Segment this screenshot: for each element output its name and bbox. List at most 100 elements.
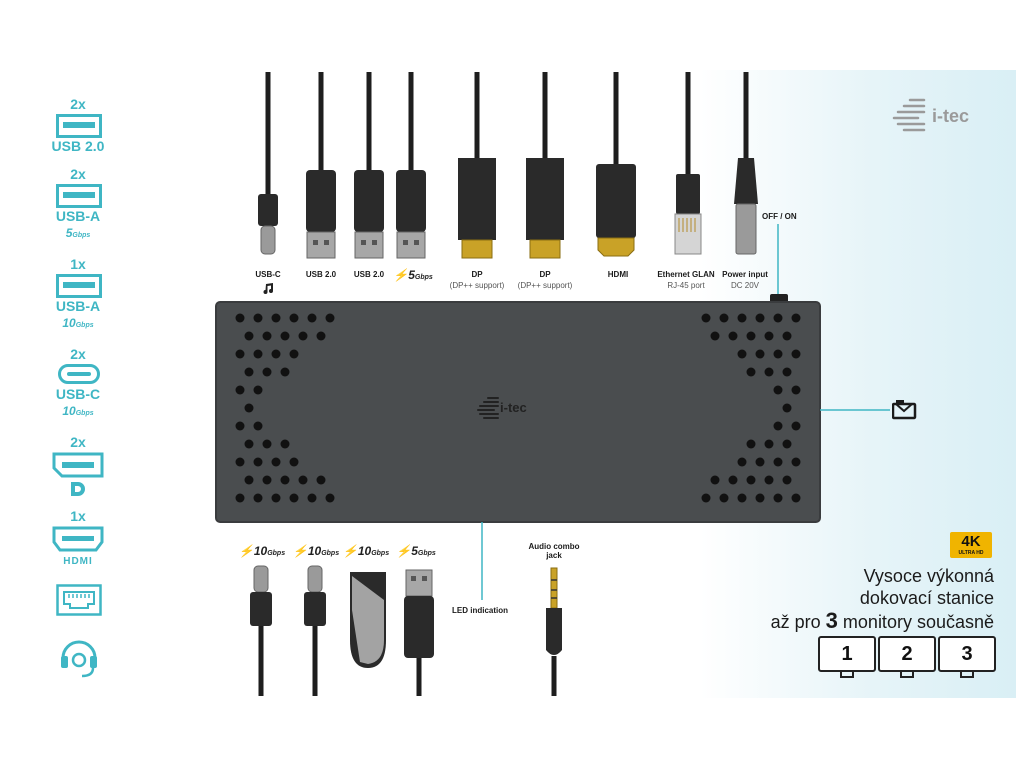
sidebar-count-dp: 2x [70,434,86,450]
vent-hole [773,313,783,323]
port-sub-power: DC 20V [730,281,760,290]
dp-plug-1 [458,158,496,259]
vent-hole [262,331,272,341]
badge-4k: 4K ULTRA HD [950,532,992,558]
vent-hole [782,403,792,413]
sidebar-speed-usbc: 10Gbps [62,404,94,418]
sidebar-count-usba-5: 2x [70,166,86,182]
vent-hole [782,331,792,341]
bottom-speed-usba-5: ⚡5Gbps [396,544,436,558]
tagline-line2: dokovací stanice [859,588,994,608]
port-label-usb20-2: USB 2.0 [353,270,385,279]
dp-plug-2 [526,158,564,259]
vent-hole [271,313,281,323]
monitor-1: 1 [818,636,876,672]
vent-hole [791,313,801,323]
vent-hole [791,457,801,467]
sidebar-label-usb20: USB 2.0 [51,138,105,154]
vent-hole [755,493,765,503]
usb-a-port-icon [56,184,102,208]
vent-hole [746,367,756,377]
vent-hole [746,439,756,449]
vent-hole [325,493,335,503]
vent-hole [235,421,245,431]
sidebar-count-usba-10: 1x [70,256,86,272]
vent-hole [737,313,747,323]
vent-hole [728,475,738,485]
vent-hole [244,331,254,341]
usb-c-plug [258,194,278,255]
brand-logo-icon [892,98,926,132]
vent-hole [719,493,729,503]
monitor-3: 3 [938,636,996,672]
vent-hole [307,493,317,503]
tagline-line3: až pro 3 monitory současně [770,608,994,633]
port-label-power: Power input [722,270,768,279]
vent-hole [253,421,263,431]
vent-hole [737,349,747,359]
monitor-2-stand [900,670,914,678]
vent-hole [289,349,299,359]
port-label-usbc: USB-C [255,270,281,279]
vent-hole [253,457,263,467]
sidebar-label-usbc: USB-C [55,386,101,402]
vent-hole [728,331,738,341]
vent-hole [764,439,774,449]
vent-hole [773,493,783,503]
sidebar-label-usba-5: USB-A [55,208,101,224]
audio-jack [546,567,562,696]
vent-hole [773,349,783,359]
vent-hole [271,493,281,503]
hdmi-plug [596,164,636,257]
vent-hole [280,475,290,485]
displayport-logo-icon [71,482,85,496]
vent-hole [746,475,756,485]
port-label-dp-1: DP [471,270,483,279]
vent-hole [764,475,774,485]
vent-hole [235,313,245,323]
vent-hole [325,313,335,323]
port-label-dp-2: DP [539,270,551,279]
ethernet-port-icon [56,584,102,616]
monitor-2: 2 [878,636,936,672]
displayport-icon [52,452,104,478]
vent-hole [737,457,747,467]
dock-logo-text: i-tec [500,400,527,415]
port-sub-dp-2: (DP++ support) [517,281,573,290]
vent-hole [244,403,254,413]
vent-hole [271,349,281,359]
vent-hole [737,493,747,503]
bottom-speed-usbc-2: ⚡10Gbps [292,544,340,558]
vent-hole [710,475,720,485]
monitor-1-stand [840,670,854,678]
vent-hole [773,421,783,431]
flash-drive [350,572,386,668]
vent-hole [244,475,254,485]
vent-hole [235,493,245,503]
vent-hole [764,331,774,341]
vent-hole [782,439,792,449]
off-on-label: OFF / ON [762,212,797,221]
port-sub-dp-1: (DP++ support) [449,281,505,290]
sidebar-label-usba-10: USB-A [55,298,101,314]
vent-hole [701,313,711,323]
vent-hole [280,331,290,341]
vent-hole [262,367,272,377]
power-plug [734,158,758,255]
vent-hole [755,457,765,467]
sidebar-speed-usba-10: 10Gbps [62,316,94,330]
vent-hole [755,349,765,359]
hdmi-port-icon [52,526,104,552]
usb-a-plug-2 [354,170,384,259]
vent-hole [755,313,765,323]
vent-hole [289,493,299,503]
rj45-plug [674,174,702,255]
card-reader-icon [892,400,917,420]
vent-hole [719,313,729,323]
brand-name: i-tec [932,106,970,126]
usb-a-plug-1 [306,170,336,259]
vent-hole [701,493,711,503]
vent-hole [253,385,263,395]
port-label-ethernet: Ethernet GLAN [657,270,715,279]
dock-logo-icon [477,397,499,419]
